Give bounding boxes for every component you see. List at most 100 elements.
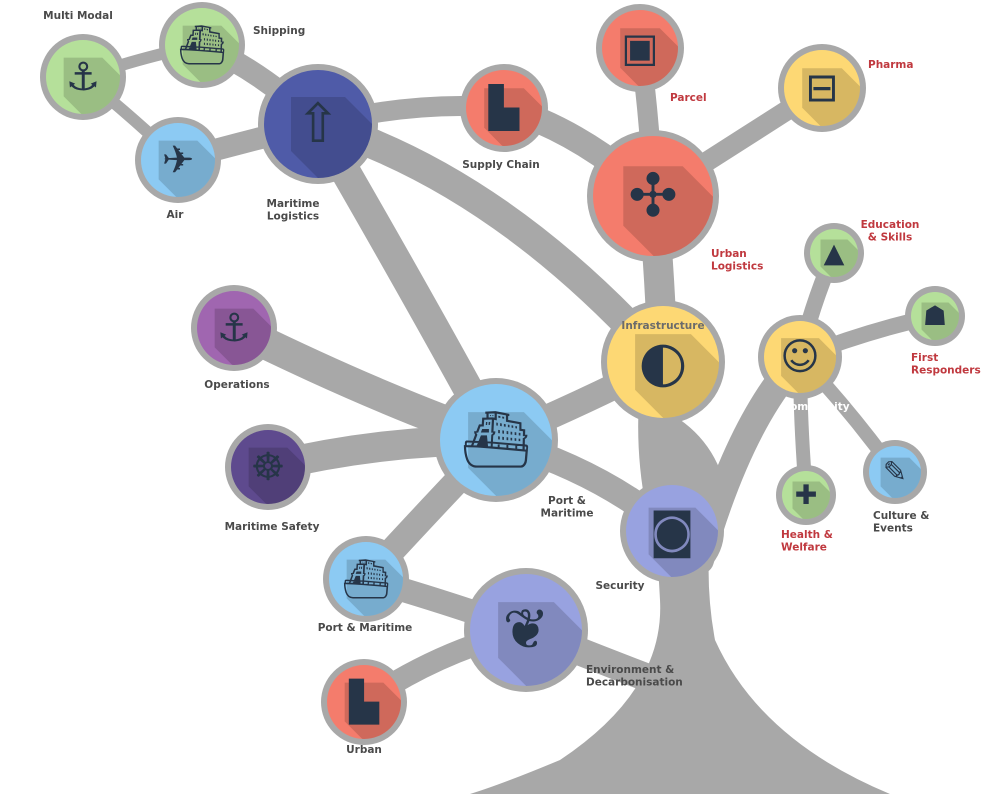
node-label: Community [782,401,849,413]
node-community[interactable]: ☺Community [758,315,861,418]
long-shadow [291,97,372,178]
port-crane-ship-icon: ⛴ [461,408,532,473]
ship-wheel-icon: ☸ [251,445,286,490]
node-label-line: Urban [711,248,747,260]
node-parcel[interactable]: ▣ Parcel [596,4,707,112]
node-fill [264,70,372,178]
node-fill [466,70,542,146]
long-shadow [468,412,552,496]
factory-icon: ▙ [488,83,520,131]
long-shadow [781,338,836,393]
node-label-line: Maritime Safety [225,521,320,533]
node-label-line: Maritime [541,508,594,520]
node-education-skills[interactable]: ▲ Education& Skills [804,219,919,297]
node-label: Maritime Safety [225,521,320,533]
node-label-line: Pharma [868,59,913,71]
long-shadow [158,140,215,197]
node-label: Health &Welfare [781,529,833,554]
long-shadow [802,68,860,126]
node-fill [141,123,215,197]
node-label: Supply Chain [462,159,540,171]
long-shadow [498,602,582,686]
ship-helicopter-icon: ⚓ [66,55,101,100]
node-environment[interactable]: ❦Environment &Decarbonisation [464,568,683,720]
node-label-line: Shipping [253,25,305,37]
long-shadow [623,166,713,256]
ship-icon: ⛴ [177,23,226,68]
node-label-line: Operations [204,379,269,391]
tree-trunk [470,400,890,794]
node-label-line: Community [782,401,849,413]
node-label-line: First [911,352,938,364]
node-fill [440,384,552,496]
node-urban[interactable]: ▙Urban [321,659,426,764]
node-fill [626,485,718,577]
node-label-line: Security [595,580,644,592]
node-label-line: Culture & [873,510,929,522]
node-fill [327,665,401,739]
node-label: Port & Maritime [318,622,413,634]
node-label: Infrastructure [621,320,704,332]
node-label-line: Maritime [267,198,320,210]
node-label: Pharma [868,59,913,71]
graduation-cap-icon: ▲ [824,238,845,269]
node-multi-modal[interactable]: ⚓ Multi Modal [40,10,145,139]
node-label: Education& Skills [861,219,920,244]
three-way-arrows-icon: ✣ [628,162,678,231]
node-air[interactable]: ✈Air [135,117,240,222]
node-label-line: Supply Chain [462,159,540,171]
node-label-line: Decarbonisation [586,677,683,689]
node-label-line: Infrastructure [621,320,704,332]
parcel-box-icon: ▣ [621,25,658,71]
long-shadow [635,334,719,418]
node-fill [593,136,713,256]
long-shadow [344,682,401,739]
node-label: Security [595,580,644,592]
node-label-line: Responders [911,365,981,377]
long-shadow [620,28,678,86]
node-label-line: Events [873,523,913,535]
node-shipping[interactable]: ⛴ Shipping [159,2,305,107]
node-label: Port &Maritime [541,495,594,520]
clipboard-anchor-icon: ⚓ [217,306,252,351]
node-label: Parcel [670,92,707,104]
node-label-line: Air [167,209,185,221]
node-label: Shipping [253,25,305,37]
node-fill [602,10,678,86]
node-fill [165,8,239,82]
long-shadow [63,57,120,114]
node-pharma[interactable]: ⊟Pharma [778,44,913,152]
node-health-welfare[interactable]: ✚Health &Welfare [776,465,850,554]
long-shadow [484,88,542,146]
node-label: Culture &Events [873,510,929,535]
node-fill [869,446,921,498]
node-port-maritime[interactable]: ⛴ Port &Maritime [434,378,594,530]
node-fill [329,542,403,616]
node-fill [764,321,836,393]
long-shadow [792,481,830,519]
long-shadow [648,507,718,577]
long-shadow [880,457,921,498]
node-label-line: Port & [548,495,586,507]
node-label-line: Welfare [781,542,827,554]
node-security[interactable]: ◙Security [595,479,747,606]
node-label-line: Urban [346,744,382,756]
node-label-line: Multi Modal [43,10,113,22]
node-culture-events[interactable]: ✎ Culture &Events [863,440,941,535]
node-label-line: Port & Maritime [318,622,413,634]
node-operations[interactable]: ⚓ Operations [191,285,296,391]
paint-palette-icon: ✎ [883,455,907,489]
node-supply-chain[interactable]: ▙ Supply Chain [460,64,568,172]
leaf-icon: ❦ [503,598,550,663]
node-fill [231,430,305,504]
node-infrastructure[interactable]: ◐Infrastructure [601,300,753,452]
node-port-maritime-small[interactable]: ⛴Port & Maritime [318,536,429,641]
node-maritime-safety[interactable]: ☸ Maritime Safety [225,424,331,533]
long-shadow [921,302,959,340]
